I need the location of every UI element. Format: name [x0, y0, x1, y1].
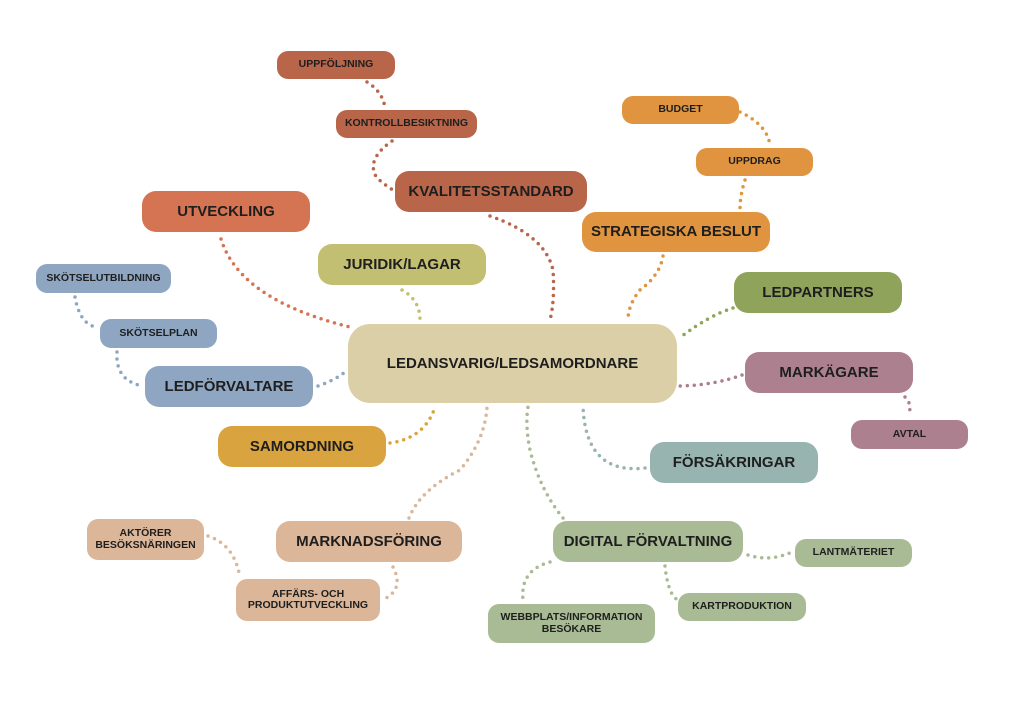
node-samordning: SAMORDNING: [218, 426, 386, 467]
node-marknadsforing: MARKNADSFÖRING: [276, 521, 462, 562]
link-ledpartners-center: [680, 306, 735, 338]
link-digital-lantm: [746, 550, 794, 560]
link-kvalitet-center: [488, 214, 556, 322]
link-digital-center: [525, 405, 565, 520]
node-kartproduktion: KARTPRODUKTION: [678, 593, 806, 621]
node-budget: BUDGET: [622, 96, 739, 124]
link-markagare-center: [678, 373, 744, 388]
link-uppfoljning-kontroll: [365, 80, 387, 110]
link-forsakringar-center: [581, 403, 647, 471]
node-kontrollbesiktning: KONTROLLBESIKTNING: [336, 110, 477, 138]
link-kontroll-kvalitet: [371, 139, 395, 192]
link-samordning-center: [388, 405, 437, 445]
link-digital-kart: [663, 564, 680, 602]
link-utveckling-center: [219, 237, 352, 329]
node-ledforvaltare: LEDFÖRVALTARE: [145, 366, 313, 407]
link-ledforv-center: [316, 370, 347, 388]
link-digital-webb: [521, 560, 552, 602]
link-strategiska-center: [626, 254, 665, 322]
link-marknad-affars: [380, 565, 399, 602]
node-kvalitetsstandard: KVALITETSSTANDARD: [395, 171, 587, 212]
link-juridik-center: [400, 288, 422, 322]
link-skotselplan-ledforv: [115, 350, 144, 388]
node-aktorer: AKTÖRER BESÖKSNÄRINGEN: [87, 519, 204, 560]
node-juridik: JURIDIK/LAGAR: [318, 244, 486, 285]
link-markagare-avtal: [903, 395, 912, 418]
node-webbplats: WEBBPLATS/INFORMATION BESÖKARE: [488, 604, 655, 643]
node-digital-forvaltning: DIGITAL FÖRVALTNING: [553, 521, 743, 562]
node-utveckling: UTVECKLING: [142, 191, 310, 232]
link-aktorer-affars: [206, 534, 242, 580]
node-ledpartners: LEDPARTNERS: [734, 272, 902, 313]
node-affars-produktutveckling: AFFÄRS- OCH PRODUKTUTVECKLING: [236, 579, 380, 621]
node-uppfoljning: UPPFÖLJNING: [277, 51, 395, 79]
node-skotselplan: SKÖTSELPLAN: [100, 319, 217, 348]
node-lantmateriet: LANTMÄTERIET: [795, 539, 912, 567]
link-skotselutb-skotselplan: [73, 295, 99, 329]
link-uppdrag-strategiska: [738, 178, 747, 212]
node-strategiska-beslut: STRATEGISKA BESLUT: [582, 212, 770, 252]
link-marknad-center: [407, 405, 489, 520]
node-forsakringar: FÖRSÄKRINGAR: [650, 442, 818, 483]
node-skotselutbildning: SKÖTSELUTBILDNING: [36, 264, 171, 293]
node-markagare: MARKÄGARE: [745, 352, 913, 393]
node-avtal: AVTAL: [851, 420, 968, 449]
node-uppdrag: UPPDRAG: [696, 148, 813, 176]
link-budget-uppdrag: [738, 110, 772, 148]
center-node: LEDANSVARIG/LEDSAMORDNARE: [348, 324, 677, 403]
